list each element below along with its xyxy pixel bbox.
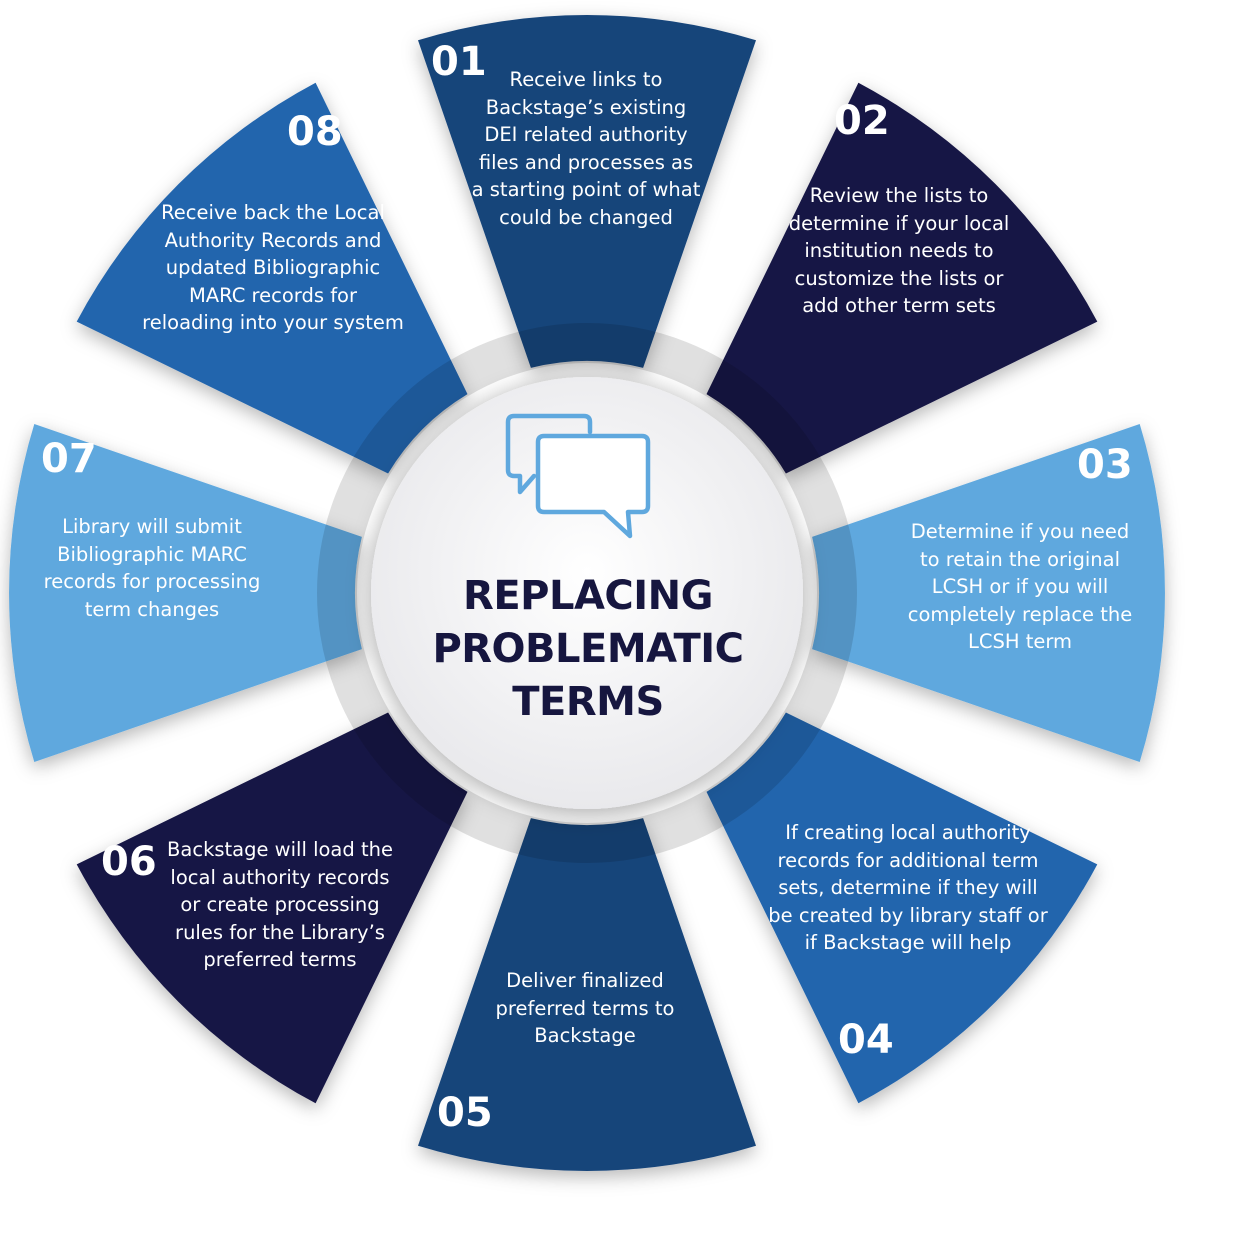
segment-07: [9, 424, 362, 762]
chat-bubbles-icon: [505, 413, 651, 539]
inner-ring: [317, 323, 857, 863]
segment-05: [418, 818, 756, 1171]
step-05-text: Deliver finalized preferred terms to Bac…: [495, 969, 675, 1047]
segment-08: [76, 82, 468, 474]
diagram-title: REPLACING PROBLEMATIC TERMS: [432, 573, 744, 725]
step-01-number: 01: [431, 39, 487, 85]
step-04-text: If creating local authority records for …: [768, 821, 1048, 954]
step-06-number: 06: [101, 839, 157, 885]
step-07-number: 07: [41, 436, 97, 482]
step-06-text: Backstage will load the local authority …: [167, 838, 393, 971]
step-01-text: Receive links to Backstage’s existing DE…: [471, 68, 701, 229]
step-08-number: 08: [287, 109, 343, 155]
segment-03: [812, 424, 1165, 762]
segment-04: [706, 712, 1098, 1104]
step-02-text: Review the lists to determine if your lo…: [788, 184, 1010, 317]
segment-06: [76, 712, 468, 1104]
step-03-text: Determine if you need to retain the orig…: [907, 520, 1133, 653]
center-hub: [371, 377, 803, 809]
step-02-number: 02: [834, 98, 890, 144]
segment-02: [706, 82, 1098, 474]
step-07-text: Library will submit Bibliographic MARC r…: [43, 515, 261, 621]
segment-01: [418, 15, 756, 368]
step-05-number: 05: [437, 1090, 493, 1136]
step-03-number: 03: [1077, 442, 1133, 488]
step-04-number: 04: [838, 1017, 894, 1063]
step-08-text: Receive back the Local Authority Records…: [142, 201, 404, 334]
